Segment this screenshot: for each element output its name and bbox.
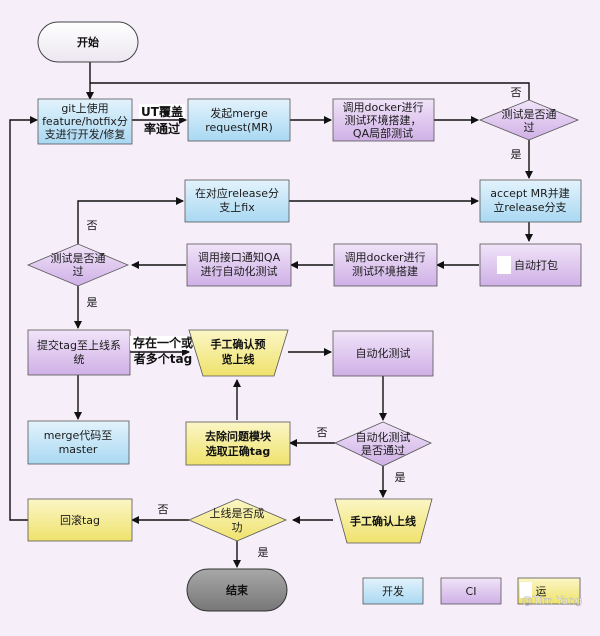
auto-test-pass-decision: 自动化测试 是否通过 bbox=[334, 421, 432, 467]
edge-rollback-git bbox=[9, 116, 38, 521]
start-label: 开始 bbox=[77, 35, 99, 49]
git-dev-box: git上使用 feature/hotfix分 支进行开发/修复 bbox=[37, 98, 133, 145]
test3-line-2: 是否通过 bbox=[361, 444, 405, 457]
mr-line-2: request(MR) bbox=[205, 121, 273, 134]
legend-dev-label: 开发 bbox=[382, 584, 404, 598]
connectors bbox=[9, 62, 533, 568]
rollback-tag-box: 回滚tag bbox=[27, 498, 133, 542]
mr-line-1: 发起merge bbox=[210, 106, 268, 120]
release-fix-line-1: 在对应release分 bbox=[195, 186, 279, 200]
legend-ops-label: 运 bbox=[536, 585, 547, 598]
test2-no-label: 否 bbox=[87, 219, 98, 232]
notify-qa-line-1: 调用接口通知QA bbox=[198, 250, 281, 264]
test1-line-2: 过 bbox=[524, 121, 535, 134]
test4-yes-label: 是 bbox=[258, 546, 269, 559]
legend-dev: 开发 bbox=[362, 577, 424, 605]
end-terminal: 结束 bbox=[186, 568, 288, 612]
edge-test2-no bbox=[77, 197, 184, 244]
test4-no-label: 否 bbox=[158, 503, 169, 516]
preview-line-2: 览上线 bbox=[222, 352, 255, 366]
test1-yes-label: 是 bbox=[511, 148, 522, 161]
watermark: @Tim Yang bbox=[522, 594, 583, 607]
manual-confirm-online-box: 手工确认上线 bbox=[334, 498, 433, 544]
test3-no-label: 否 bbox=[317, 426, 328, 439]
accept-mr-box: accept MR并建 立release分支 bbox=[479, 179, 582, 223]
online-success-decision: 上线是否成 功 bbox=[188, 498, 288, 542]
merge-request-box: 发起merge request(MR) bbox=[187, 98, 291, 142]
remove-module-box: 去除问题模块 选取正确tag bbox=[185, 421, 291, 466]
submit-tag-line-1: 提交tag至上线系 bbox=[37, 338, 121, 352]
test4-line-1: 上线是否成 bbox=[210, 506, 265, 520]
multi-tag-line-2: 者多个tag bbox=[133, 351, 192, 366]
test1-no-label: 否 bbox=[511, 86, 522, 99]
remove-module-line-2: 选取正确tag bbox=[206, 444, 271, 458]
docker-qa-box: 调用docker进行 测试环境搭建， QA局部测试 bbox=[332, 98, 435, 142]
merge-master-line-1: merge代码至 bbox=[44, 429, 113, 442]
test2-yes-label: 是 bbox=[87, 296, 98, 309]
release-fix-box: 在对应release分 支上fix bbox=[184, 179, 290, 223]
legend: 开发 CI 运 bbox=[362, 577, 581, 605]
online-label: 手工确认上线 bbox=[350, 514, 416, 528]
start-terminal: 开始 bbox=[37, 21, 139, 63]
release-fix-line-2: 支上fix bbox=[219, 201, 255, 214]
edge-test1-no bbox=[90, 82, 530, 100]
test-pass-decision-2: 测试是否通 过 bbox=[26, 243, 130, 287]
rollback-label: 回滚tag bbox=[60, 513, 100, 527]
legend-ci-label: CI bbox=[466, 585, 477, 598]
test1-line-1: 测试是否通 bbox=[502, 108, 557, 121]
test2-line-1: 测试是否通 bbox=[51, 252, 106, 265]
git-dev-line-2: feature/hotfix分 bbox=[42, 115, 128, 128]
git-dev-line-1: git上使用 bbox=[61, 102, 108, 115]
test2-line-2: 过 bbox=[73, 265, 84, 278]
end-label: 结束 bbox=[225, 583, 249, 597]
git-dev-line-3: 支进行开发/修复 bbox=[45, 127, 126, 141]
manual-confirm-preview-box: 手工确认预 览上线 bbox=[188, 329, 289, 377]
docker-qa-line-2: 测试环境搭建， bbox=[345, 113, 422, 127]
ut-pass-label: UT覆盖 率通过 bbox=[139, 104, 185, 136]
docker-env-line-1: 调用docker进行 bbox=[344, 251, 425, 264]
auto-package-label: 自动打包 bbox=[514, 258, 558, 272]
multi-tag-label: 存在一个或 者多个tag bbox=[130, 335, 194, 366]
ut-pass-line-2: 率通过 bbox=[144, 121, 180, 136]
multi-tag-line-1: 存在一个或 bbox=[132, 335, 193, 350]
notify-qa-line-2: 进行自动化测试 bbox=[201, 264, 278, 278]
test3-yes-label: 是 bbox=[395, 471, 406, 484]
accept-mr-line-1: accept MR并建 bbox=[490, 186, 570, 200]
auto-test-box: 自动化测试 bbox=[332, 330, 434, 377]
docker-qa-line-3: QA局部测试 bbox=[353, 126, 413, 140]
auto-package-box: 自动打包 bbox=[479, 243, 582, 287]
docker-env-line-2: 测试环境搭建 bbox=[352, 264, 418, 278]
accept-mr-line-2: 立release分支 bbox=[493, 200, 566, 214]
remove-module-line-1: 去除问题模块 bbox=[205, 429, 272, 443]
merge-master-line-2: master bbox=[59, 443, 98, 456]
preview-line-1: 手工确认预 bbox=[211, 337, 266, 351]
merge-master-box: merge代码至 master bbox=[27, 420, 130, 465]
ut-pass-line-1: UT覆盖 bbox=[141, 104, 183, 119]
auto-test-label: 自动化测试 bbox=[356, 346, 411, 360]
legend-ops: 运 bbox=[517, 577, 581, 605]
docker-qa-line-1: 调用docker进行 bbox=[342, 101, 423, 114]
submit-tag-line-2: 统 bbox=[74, 353, 85, 366]
legend-ci: CI bbox=[440, 577, 502, 605]
notify-qa-box: 调用接口通知QA 进行自动化测试 bbox=[186, 243, 292, 287]
submit-tag-box: 提交tag至上线系 统 bbox=[27, 329, 131, 376]
test4-line-2: 功 bbox=[232, 521, 243, 534]
test-pass-decision-1: 测试是否通 过 bbox=[478, 99, 580, 141]
test3-line-1: 自动化测试 bbox=[356, 430, 411, 444]
docker-env-box: 调用docker进行 测试环境搭建 bbox=[333, 243, 438, 287]
